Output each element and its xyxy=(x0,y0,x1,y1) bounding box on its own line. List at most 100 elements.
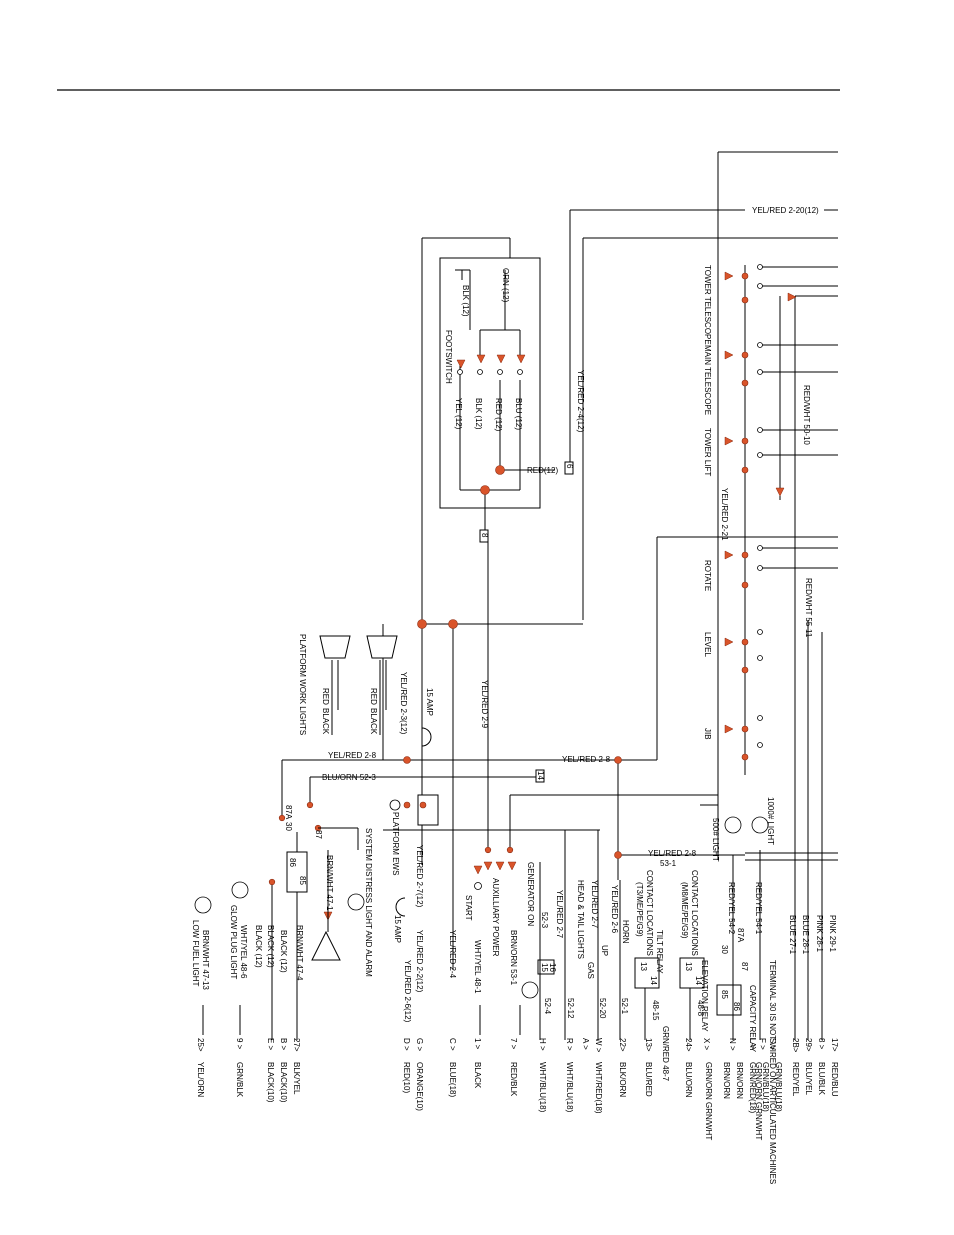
svg-text:52-12: 52-12 xyxy=(566,998,575,1019)
distress-relay-labels: SYSTEM DISTRESS LIGHT AND ALARM 87A 30 8… xyxy=(284,805,424,977)
svg-text:C >: C > xyxy=(448,1038,457,1051)
svg-text:YEL/RED 2-6: YEL/RED 2-6 xyxy=(610,885,619,934)
svg-text:30: 30 xyxy=(720,945,729,954)
svg-text:BLU/ORN: BLU/ORN xyxy=(684,1062,693,1098)
svg-text:15 AMP: 15 AMP xyxy=(393,915,402,943)
svg-text:WHT/BLU(18): WHT/BLU(18) xyxy=(565,1062,574,1113)
svg-text:RED (12): RED (12) xyxy=(494,398,503,432)
svg-text:9 >: 9 > xyxy=(235,1038,244,1050)
svg-text:WHT/YEL 48-6: WHT/YEL 48-6 xyxy=(239,925,248,979)
svg-text:16: 16 xyxy=(548,963,557,972)
svg-text:RED/WHT 55-11: RED/WHT 55-11 xyxy=(804,578,813,638)
platform-ews xyxy=(389,794,439,826)
svg-text:52-1: 52-1 xyxy=(620,998,629,1015)
bottom-relay-labels: 13 14 13 14 85 86 87A 30 87 48-15 48-8 5… xyxy=(540,882,763,1140)
svg-text:BLK/YEL: BLK/YEL xyxy=(292,1062,301,1095)
svg-text:87: 87 xyxy=(314,830,323,839)
svg-text:TOWER TELESCOPE: TOWER TELESCOPE xyxy=(703,265,712,345)
svg-text:BLACK (12): BLACK (12) xyxy=(266,925,275,968)
svg-text:G >: G > xyxy=(415,1038,424,1051)
svg-text:14: 14 xyxy=(536,771,545,780)
svg-text:YEL/RED 2-8: YEL/RED 2-8 xyxy=(648,849,697,858)
svg-text:YEL/ORN: YEL/ORN xyxy=(196,1062,205,1097)
svg-text:15: 15 xyxy=(540,963,549,972)
svg-text:BLACK: BLACK xyxy=(473,1062,482,1089)
svg-text:LOW FUEL LIGHT: LOW FUEL LIGHT xyxy=(191,920,200,986)
switch-contacts xyxy=(741,264,763,761)
svg-text:GLOW PLUG LIGHT: GLOW PLUG LIGHT xyxy=(229,905,238,979)
svg-text:L >: L > xyxy=(748,1038,757,1049)
svg-text:14: 14 xyxy=(694,976,703,985)
svg-text:13: 13 xyxy=(684,962,693,971)
svg-text:BRN/WHT 47-13: BRN/WHT 47-13 xyxy=(201,930,210,990)
svg-text:52-20: 52-20 xyxy=(598,998,607,1019)
svg-text:N >: N > xyxy=(728,1038,737,1051)
svg-text:27>: 27> xyxy=(292,1038,301,1052)
svg-text:14: 14 xyxy=(649,976,658,985)
svg-text:13: 13 xyxy=(639,962,648,971)
svg-text:48-8: 48-8 xyxy=(696,1000,705,1017)
svg-text:1 >: 1 > xyxy=(473,1038,482,1050)
svg-text:TOWER LIFT: TOWER LIFT xyxy=(703,428,712,476)
svg-text:PLATFORM WORK LIGHTS: PLATFORM WORK LIGHTS xyxy=(298,634,307,735)
svg-text:GRN/ORN GRN/WHT: GRN/ORN GRN/WHT xyxy=(704,1062,713,1140)
svg-text:WHT/BLU(18): WHT/BLU(18) xyxy=(538,1062,547,1113)
svg-text:LEVEL: LEVEL xyxy=(703,632,712,657)
svg-text:53-1: 53-1 xyxy=(660,859,677,868)
yel-red-2-9-label: YEL/RED 2-9 xyxy=(480,680,489,729)
platform-work-lights xyxy=(319,635,398,735)
svg-text:85: 85 xyxy=(720,990,729,999)
svg-text:CONTACT LOCATIONS: CONTACT LOCATIONS xyxy=(645,870,654,956)
svg-text:BLUE(18): BLUE(18) xyxy=(448,1062,457,1097)
svg-text:2B>: 2B> xyxy=(791,1038,800,1053)
svg-text:BLK (12): BLK (12) xyxy=(461,285,470,317)
svg-text:87: 87 xyxy=(740,962,749,971)
svg-text:A >: A > xyxy=(581,1038,590,1050)
svg-text:RED/BLU: RED/BLU xyxy=(830,1062,839,1097)
svg-text:BRN/ORN: BRN/ORN xyxy=(735,1062,744,1099)
svg-text:YEL/RED 2-3(12): YEL/RED 2-3(12) xyxy=(399,672,408,735)
svg-text:START: START xyxy=(464,895,473,921)
svg-text:24>: 24> xyxy=(684,1038,693,1052)
svg-text:BLU/RED: BLU/RED xyxy=(644,1062,653,1097)
svg-text:BLACK (12): BLACK (12) xyxy=(279,930,288,973)
svg-text:YEL/RED 2-7: YEL/RED 2-7 xyxy=(590,880,599,929)
svg-text:S >: S > xyxy=(768,1038,777,1051)
svg-text:29>: 29> xyxy=(804,1038,813,1052)
svg-text:PINK 29-1: PINK 29-1 xyxy=(828,915,837,952)
svg-text:8 >: 8 > xyxy=(817,1038,826,1050)
svg-text:GENERATOR ON: GENERATOR ON xyxy=(526,862,535,926)
footswitch-labels: FOOTSWITCH ORN (12) BLK (12) YEL (12) BL… xyxy=(444,268,574,538)
svg-text:BLACK: BLACK xyxy=(369,708,378,735)
svg-text:30: 30 xyxy=(284,822,293,831)
svg-text:MAIN TELESCOPE: MAIN TELESCOPE xyxy=(703,345,712,415)
svg-text:RED(12): RED(12) xyxy=(527,466,558,475)
svg-text:GRN/BLK: GRN/BLK xyxy=(235,1062,244,1098)
svg-text:BLK (12): BLK (12) xyxy=(474,398,483,430)
svg-text:YEL/RED 2-7: YEL/RED 2-7 xyxy=(555,890,564,939)
svg-text:GRN/BLU(18): GRN/BLU(18) xyxy=(774,1062,783,1112)
weight-lights-labels: 1000# LIGHT 500# LIGHT xyxy=(711,797,775,862)
svg-text:87A: 87A xyxy=(284,805,293,820)
svg-text:500# LIGHT: 500# LIGHT xyxy=(711,818,720,862)
svg-text:ROTATE: ROTATE xyxy=(703,560,712,591)
svg-text:25>: 25> xyxy=(196,1038,205,1052)
svg-text:BLACK(10): BLACK(10) xyxy=(266,1062,275,1103)
svg-text:BLACK (12): BLACK (12) xyxy=(254,925,263,968)
svg-text:YEL/RED 2-6(12): YEL/RED 2-6(12) xyxy=(403,960,412,1023)
svg-text:GRN/ORN GRN/WHT: GRN/ORN GRN/WHT xyxy=(754,1062,763,1140)
svg-text:BLU (12): BLU (12) xyxy=(514,398,523,430)
svg-text:8: 8 xyxy=(480,533,489,538)
svg-text:E >: E > xyxy=(266,1038,275,1051)
component-labels: LOW FUEL LIGHT BRN/WHT 47-13 GLOW PLUG L… xyxy=(191,862,837,1184)
svg-text:YEL/RED 2-8: YEL/RED 2-8 xyxy=(562,755,611,764)
svg-text:WHT/YEL 48-1: WHT/YEL 48-1 xyxy=(473,940,482,994)
svg-text:RED(10): RED(10) xyxy=(402,1062,411,1093)
svg-text:BLACK: BLACK xyxy=(321,708,330,735)
svg-text:HEAD & TAIL LIGHTS: HEAD & TAIL LIGHTS xyxy=(576,880,585,959)
svg-text:RED/YEL 54-2: RED/YEL 54-2 xyxy=(727,882,736,935)
svg-text:GAS: GAS xyxy=(586,962,595,979)
svg-text:BLACK(10): BLACK(10) xyxy=(279,1062,288,1103)
svg-text:YEL/RED 2-4: YEL/RED 2-4 xyxy=(448,930,457,979)
mid-horizontals xyxy=(281,727,745,917)
